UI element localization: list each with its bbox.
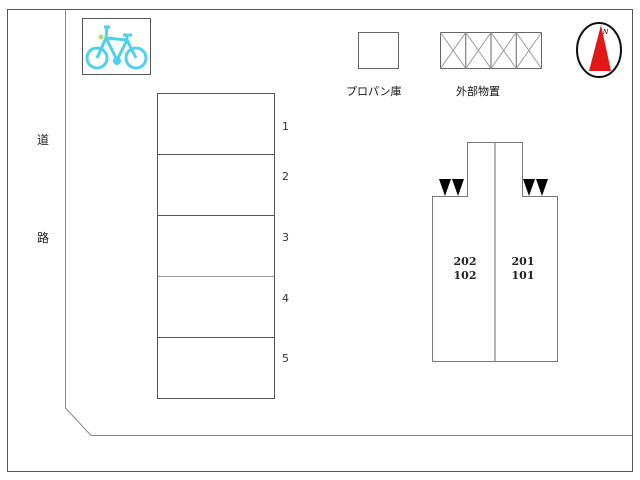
unit-number-lower: 102 xyxy=(453,269,477,282)
unit-number-lower: 101 xyxy=(511,269,535,282)
outer-frame xyxy=(7,9,633,472)
entrance-markers xyxy=(439,179,548,196)
apartment-building xyxy=(432,142,558,362)
site-boundary xyxy=(65,9,632,436)
bicycle-icon xyxy=(82,18,151,75)
svg-text:N: N xyxy=(603,28,609,36)
external-storage-label: 外部物置 xyxy=(456,85,500,98)
parking-space-number: 3 xyxy=(282,231,289,244)
unit-label-right: 201 101 xyxy=(505,255,541,283)
propane-storage-label: プロパン庫 xyxy=(346,85,402,98)
north-arrow-icon: N xyxy=(576,22,622,78)
road-label-bottom: 路 xyxy=(37,231,50,245)
parking-space-number: 2 xyxy=(282,170,289,183)
parking-area xyxy=(157,93,275,399)
propane-storage-box xyxy=(358,32,399,69)
parking-space-number: 5 xyxy=(282,352,289,365)
unit-number-upper: 201 xyxy=(511,255,535,268)
unit-number-upper: 202 xyxy=(453,255,477,268)
external-storage-box xyxy=(440,32,542,69)
unit-label-left: 202 102 xyxy=(447,255,483,283)
parking-space-number: 4 xyxy=(282,292,289,305)
parking-space-number: 1 xyxy=(282,120,289,133)
road-label-top: 道 xyxy=(37,133,50,147)
